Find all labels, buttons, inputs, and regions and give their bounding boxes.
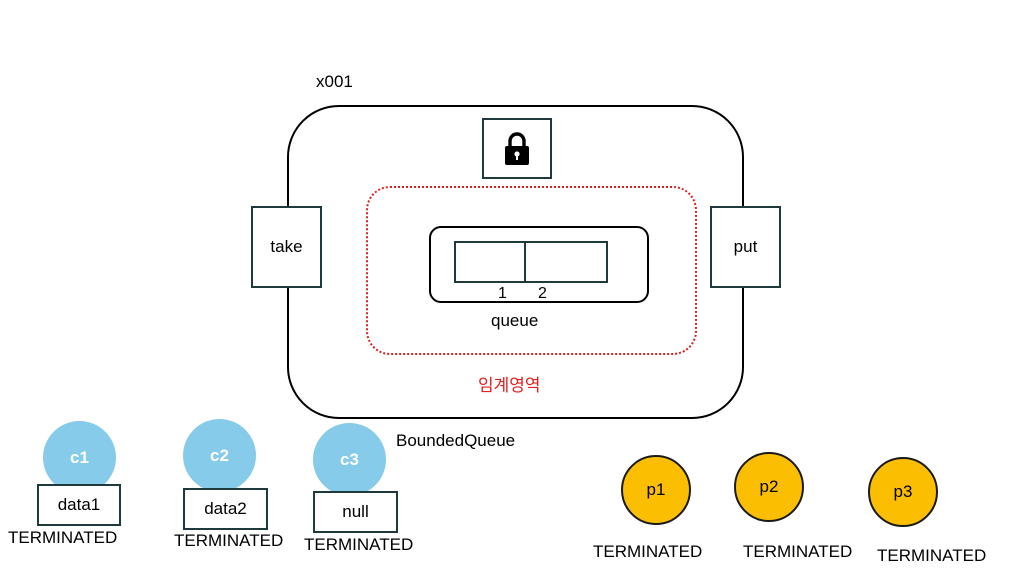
producer-thread-p3: p3 xyxy=(868,457,938,527)
consumer-state: TERMINATED xyxy=(174,531,284,550)
queue-slot-index-1: 1 xyxy=(498,285,507,302)
put-method-box: put xyxy=(710,206,781,288)
producer-name: p1 xyxy=(646,480,666,499)
producer-state: TERMINATED xyxy=(743,542,853,561)
consumer-name: c1 xyxy=(70,447,89,467)
consumer-state: TERMINATED xyxy=(8,528,118,547)
consumer-data: data2 xyxy=(204,499,247,518)
consumer-thread-c2: c2 xyxy=(183,419,256,492)
queue-slot-2 xyxy=(524,241,608,283)
consumer-name: c2 xyxy=(210,445,229,465)
queue-slot-1 xyxy=(454,241,526,283)
put-label: put xyxy=(733,237,758,256)
consumer-thread-c1: c1 xyxy=(43,421,116,494)
producer-thread-p2: p2 xyxy=(734,452,804,522)
consumer-thread-c3: c3 xyxy=(313,423,386,496)
consumer-data: null xyxy=(342,502,369,521)
producer-name: p3 xyxy=(893,482,913,501)
producer-state: TERMINATED xyxy=(593,542,703,561)
consumer-data-box: null xyxy=(313,491,398,533)
queue-container xyxy=(429,226,649,303)
queue-label: queue xyxy=(491,311,539,330)
take-method-box: take xyxy=(251,206,322,288)
consumer-name: c3 xyxy=(340,449,359,469)
queue-slot-index-2: 2 xyxy=(538,285,547,302)
lock-icon xyxy=(505,131,529,165)
consumer-data-box: data1 xyxy=(37,484,121,526)
critical-section-label: 임계영역 xyxy=(478,376,541,395)
take-label: take xyxy=(270,237,303,256)
producer-name: p2 xyxy=(759,477,779,496)
monitor-name: BoundedQueue xyxy=(396,431,516,450)
consumer-state: TERMINATED xyxy=(304,535,414,554)
producer-state: TERMINATED xyxy=(877,546,987,565)
consumer-data: data1 xyxy=(57,495,101,514)
monitor-address: x001 xyxy=(316,72,353,91)
producer-thread-p1: p1 xyxy=(621,455,691,525)
critical-section-border xyxy=(366,186,697,355)
consumer-data-box: data2 xyxy=(183,488,268,530)
lock-box xyxy=(482,118,552,179)
